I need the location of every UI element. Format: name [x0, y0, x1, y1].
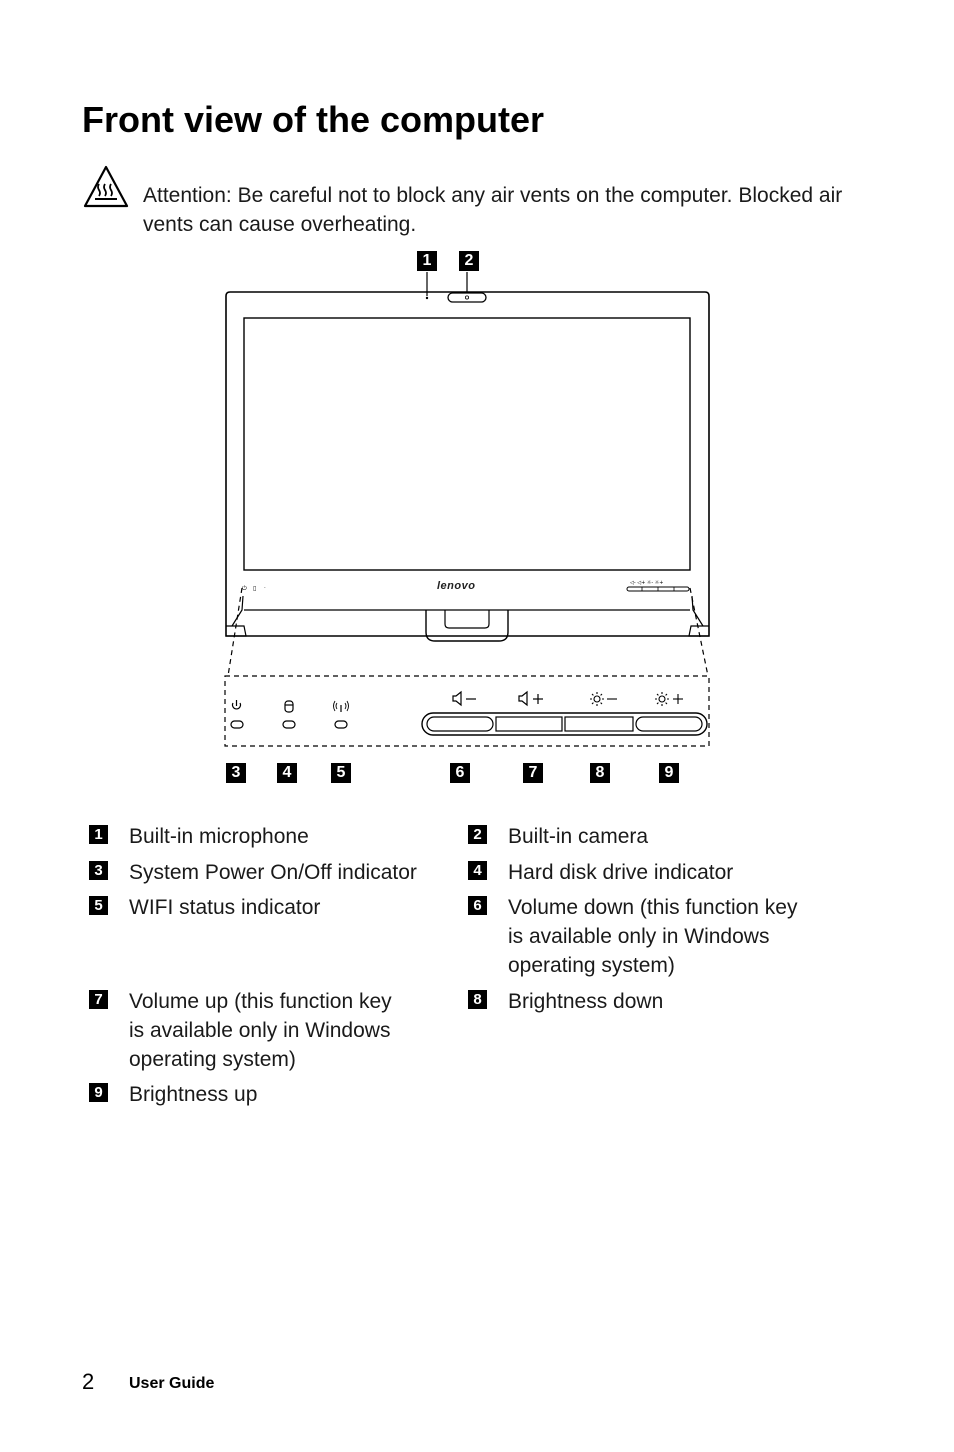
- svg-text:⏻: ⏻: [242, 585, 247, 592]
- legend-item: 3 System Power On/Off indicator: [89, 858, 439, 888]
- footer-label: User Guide: [129, 1375, 215, 1392]
- camera: [447, 292, 487, 303]
- legend-item: 4 Hard disk drive indicator: [468, 858, 818, 888]
- legend-number: 9: [89, 1083, 108, 1102]
- legend-number: 1: [89, 825, 108, 844]
- zoom-detail-box: [224, 675, 710, 747]
- svg-text:▯: ▯: [253, 585, 256, 592]
- volume-down-icon: [452, 690, 476, 707]
- legend-number: 3: [89, 861, 108, 880]
- function-key-strip: [421, 712, 708, 736]
- attention-text: Be careful not to block any air vents on…: [143, 184, 843, 236]
- legend-item: 1 Built-in microphone: [89, 822, 439, 852]
- legend-number: 8: [468, 990, 487, 1009]
- callout-badge: 8: [590, 763, 610, 783]
- callout-badge: 4: [277, 763, 297, 783]
- brightness-up-icon: [655, 692, 683, 706]
- legend-text: System Power On/Off indicator: [129, 861, 417, 884]
- svg-text:ᐧ: ᐧ: [264, 585, 266, 592]
- page-number: 2: [82, 1369, 95, 1394]
- volume-up-icon: [518, 690, 543, 707]
- callout-badge: 9: [659, 763, 679, 783]
- lenovo-logo: lenovo: [437, 580, 476, 592]
- callout-badge: 6: [450, 763, 470, 783]
- legend-item: 9 Brightness up: [89, 1080, 439, 1110]
- legend-item: 2 Built-in camera: [468, 822, 818, 852]
- attention-note: Attention: Be careful not to block any a…: [143, 181, 863, 239]
- wifi-indicator-icon: [333, 700, 349, 729]
- legend-number: 5: [89, 896, 108, 915]
- svg-text:◁- ◁+ ☼- ☼+: ◁- ◁+ ☼- ☼+: [630, 580, 663, 586]
- attention-label: Attention:: [143, 184, 232, 207]
- legend-number: 4: [468, 861, 487, 880]
- legend-text: Brightness down: [508, 990, 664, 1013]
- page-title: Front view of the computer: [82, 99, 545, 140]
- legend-text: WIFI status indicator: [129, 896, 321, 919]
- legend-text: Volume up (this function key is availabl…: [129, 990, 392, 1071]
- hard-disk-indicator-icon: [282, 700, 296, 729]
- legend-item: 7 Volume up (this function key is availa…: [89, 987, 439, 1077]
- legend-text: Volume down (this function key is availa…: [508, 896, 798, 977]
- callout-badge: 5: [331, 763, 351, 783]
- screen: [243, 317, 691, 571]
- microphone: [425, 296, 429, 300]
- callout-badge: 1: [417, 251, 437, 271]
- legend-text: Hard disk drive indicator: [508, 861, 734, 884]
- legend-text: Brightness up: [129, 1083, 258, 1106]
- legend-item: 8 Brightness down: [468, 987, 818, 1017]
- hot-surface-warning-icon: [83, 165, 129, 208]
- brightness-down-icon: [590, 692, 617, 706]
- callout-badge: 3: [226, 763, 246, 783]
- callout-badge: 2: [459, 251, 479, 271]
- power-indicator-icon: [230, 700, 244, 729]
- legend-number: 2: [468, 825, 487, 844]
- legend-item: 6 Volume down (this function key is avai…: [468, 893, 828, 983]
- legend-item: 5 WIFI status indicator: [89, 893, 439, 923]
- legend-text: Built-in camera: [508, 825, 649, 848]
- legend-text: Built-in microphone: [129, 825, 309, 848]
- legend-number: 7: [89, 990, 108, 1009]
- callout-badge: 7: [523, 763, 543, 783]
- legend-number: 6: [468, 896, 487, 915]
